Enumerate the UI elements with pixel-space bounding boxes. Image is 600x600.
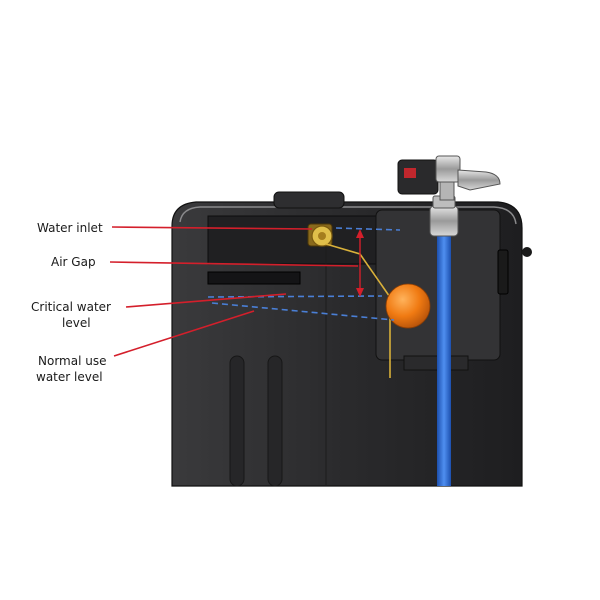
solenoid-indicator [404, 168, 416, 178]
label-critical-water-level-line1: Critical water [31, 300, 111, 314]
critical-level-line [207, 295, 383, 298]
callout-labels: Water inlet Air Gap Critical water level… [31, 221, 111, 384]
inlet-level-line [335, 227, 401, 231]
float-ball [385, 283, 431, 378]
callout-leaders [109, 226, 359, 357]
solenoid-elbow [457, 169, 501, 191]
tank-rib [267, 355, 283, 487]
solenoid-stem [439, 181, 455, 201]
tank-handle [497, 249, 509, 295]
label-normal-water-level-line1: Normal use [38, 354, 106, 368]
supply-hose [429, 195, 459, 486]
air-gap-dimension [356, 229, 364, 297]
air-gap-arrowhead-bottom [356, 288, 364, 297]
tank-rib [229, 355, 245, 487]
tank [171, 191, 532, 487]
label-normal-water-level-line2: water level [36, 370, 103, 384]
hose-connector [429, 205, 459, 237]
water-level-lines [207, 227, 401, 321]
hose-tube [437, 232, 451, 486]
air-gap-arrowhead-top [356, 229, 364, 238]
leader-air-gap [109, 261, 359, 267]
water-inlet-valve [307, 223, 393, 301]
leader-water-inlet [111, 226, 313, 230]
float-ball-sphere [385, 283, 431, 329]
solenoid-valve [397, 155, 501, 201]
leader-normal-water-level [113, 310, 255, 357]
label-critical-water-level-line2: level [62, 316, 91, 330]
solenoid-pipe [435, 155, 461, 183]
float-chamber-bottom [403, 355, 469, 371]
valve-fitting-center [318, 232, 326, 240]
tank-inner-cavity [207, 215, 379, 265]
label-air-gap: Air Gap [51, 255, 96, 269]
tank-rim [179, 206, 517, 225]
label-water-inlet: Water inlet [37, 221, 103, 235]
tank-side-knob [522, 247, 532, 257]
tank-cap [273, 191, 345, 209]
overflow-slot [207, 271, 301, 285]
leader-critical-water-level [125, 293, 287, 308]
normal-level-line [211, 302, 395, 321]
